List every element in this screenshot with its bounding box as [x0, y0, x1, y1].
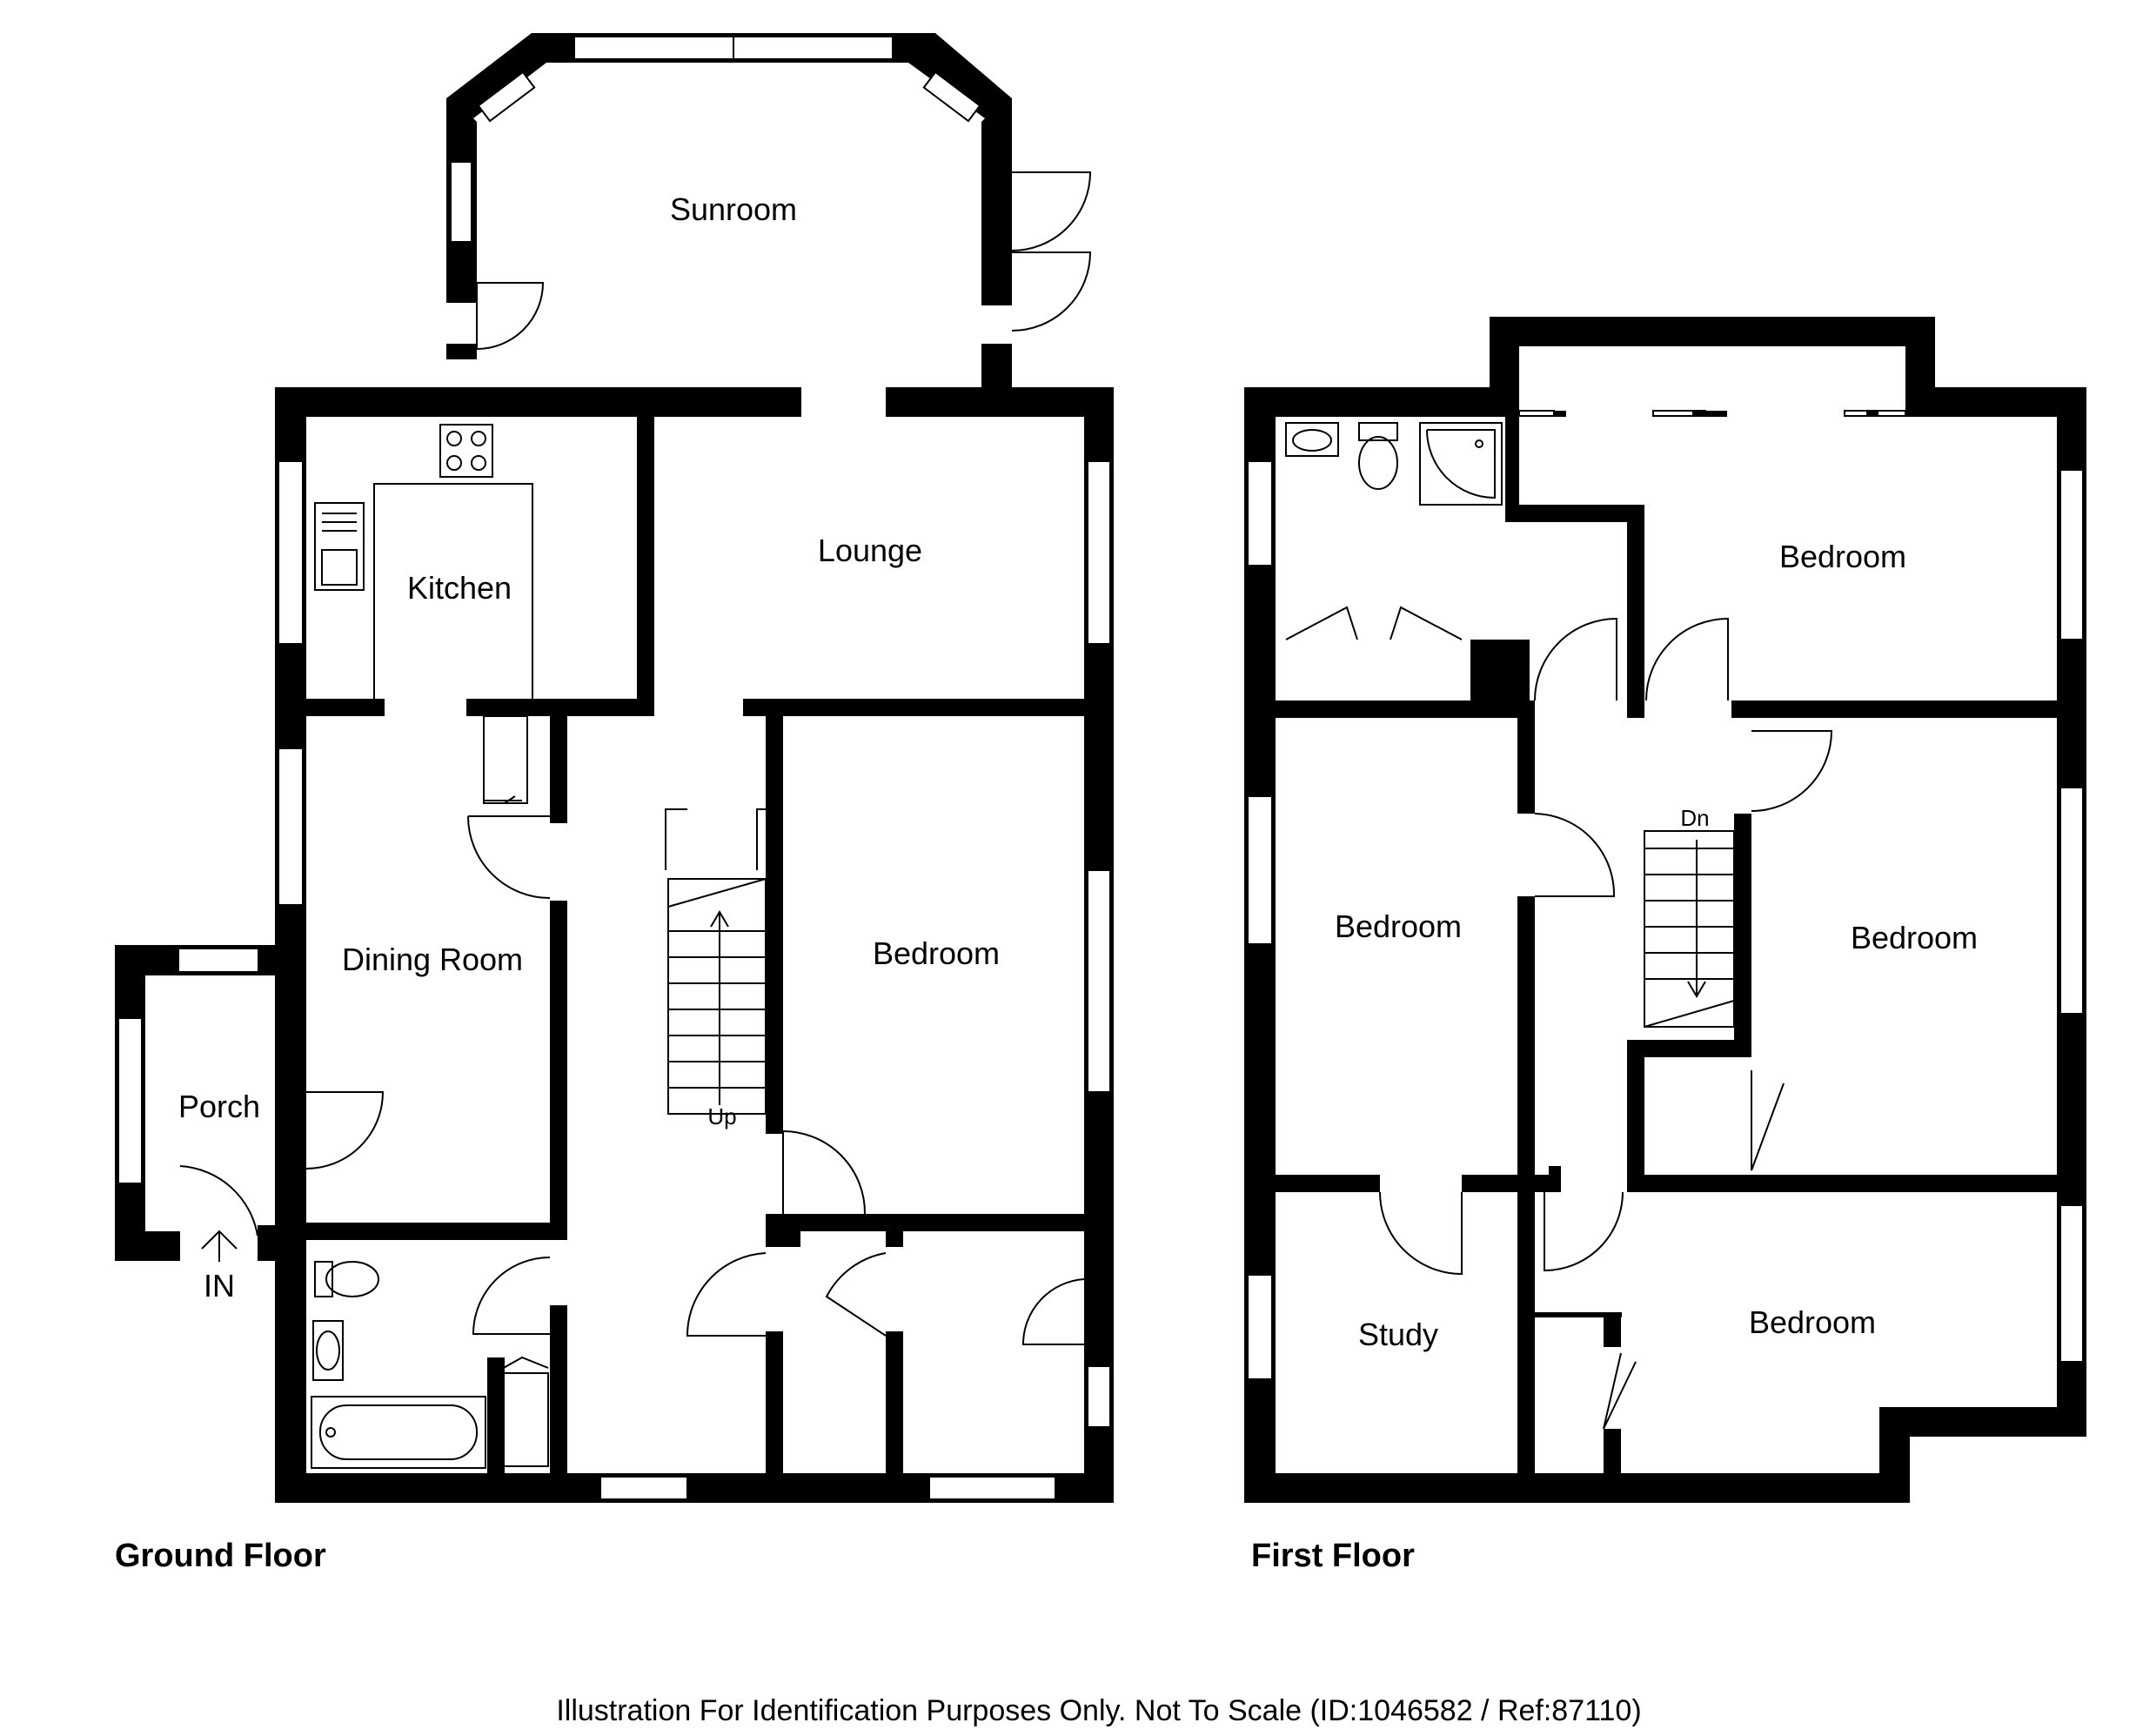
first-interior-walls	[1276, 417, 2057, 1473]
ensuite-fittings	[1285, 422, 1503, 640]
room-label-porch: Porch	[178, 1089, 260, 1124]
room-label-dining-room: Dining Room	[342, 942, 523, 977]
room-label-bedroom-left: Bedroom	[1335, 908, 1462, 944]
ground-interior-walls	[306, 417, 1084, 1473]
sunroom-doors	[476, 171, 1092, 350]
ground-floor-title: Ground Floor	[115, 1538, 326, 1574]
ground-doors	[467, 815, 1085, 1345]
entrance-arrow-icon	[201, 1230, 238, 1262]
room-label-sunroom: Sunroom	[670, 191, 797, 227]
disclaimer-note: Illustration For Identification Purposes…	[556, 1694, 1641, 1727]
ground-outer-walls	[275, 387, 1114, 1503]
stairs-up	[665, 808, 767, 1115]
sunroom-walls	[446, 33, 1012, 387]
first-outer-walls	[1244, 317, 2086, 1503]
bathroom-fittings	[311, 1261, 549, 1469]
room-label-kitchen: Kitchen	[407, 570, 512, 606]
room-label-bedroom-bottom: Bedroom	[1749, 1304, 1876, 1340]
room-label-bedroom-right: Bedroom	[1851, 920, 1978, 955]
entrance-label: IN	[204, 1268, 235, 1304]
room-label-study: Study	[1358, 1317, 1438, 1352]
first-floor-plan: Bedroom Bedroom Bedroom Bedroom Study Dn…	[1244, 317, 2086, 1574]
porch-walls	[115, 945, 385, 1261]
ground-floor-plan: Sunroom Lounge Kitchen Dining Room Bedro…	[115, 33, 1114, 1574]
first-doors	[1379, 617, 1833, 1430]
stairs-down-label: Dn	[1680, 805, 1709, 831]
kitchen-fittings	[314, 424, 533, 804]
room-label-lounge: Lounge	[818, 533, 922, 568]
stairs-up-label: Up	[707, 1103, 736, 1129]
stairs-down	[1644, 830, 1735, 1028]
first-floor-title: First Floor	[1251, 1538, 1415, 1574]
room-label-bedroom-top-right: Bedroom	[1779, 539, 1906, 574]
room-label-bedroom: Bedroom	[873, 935, 1000, 971]
